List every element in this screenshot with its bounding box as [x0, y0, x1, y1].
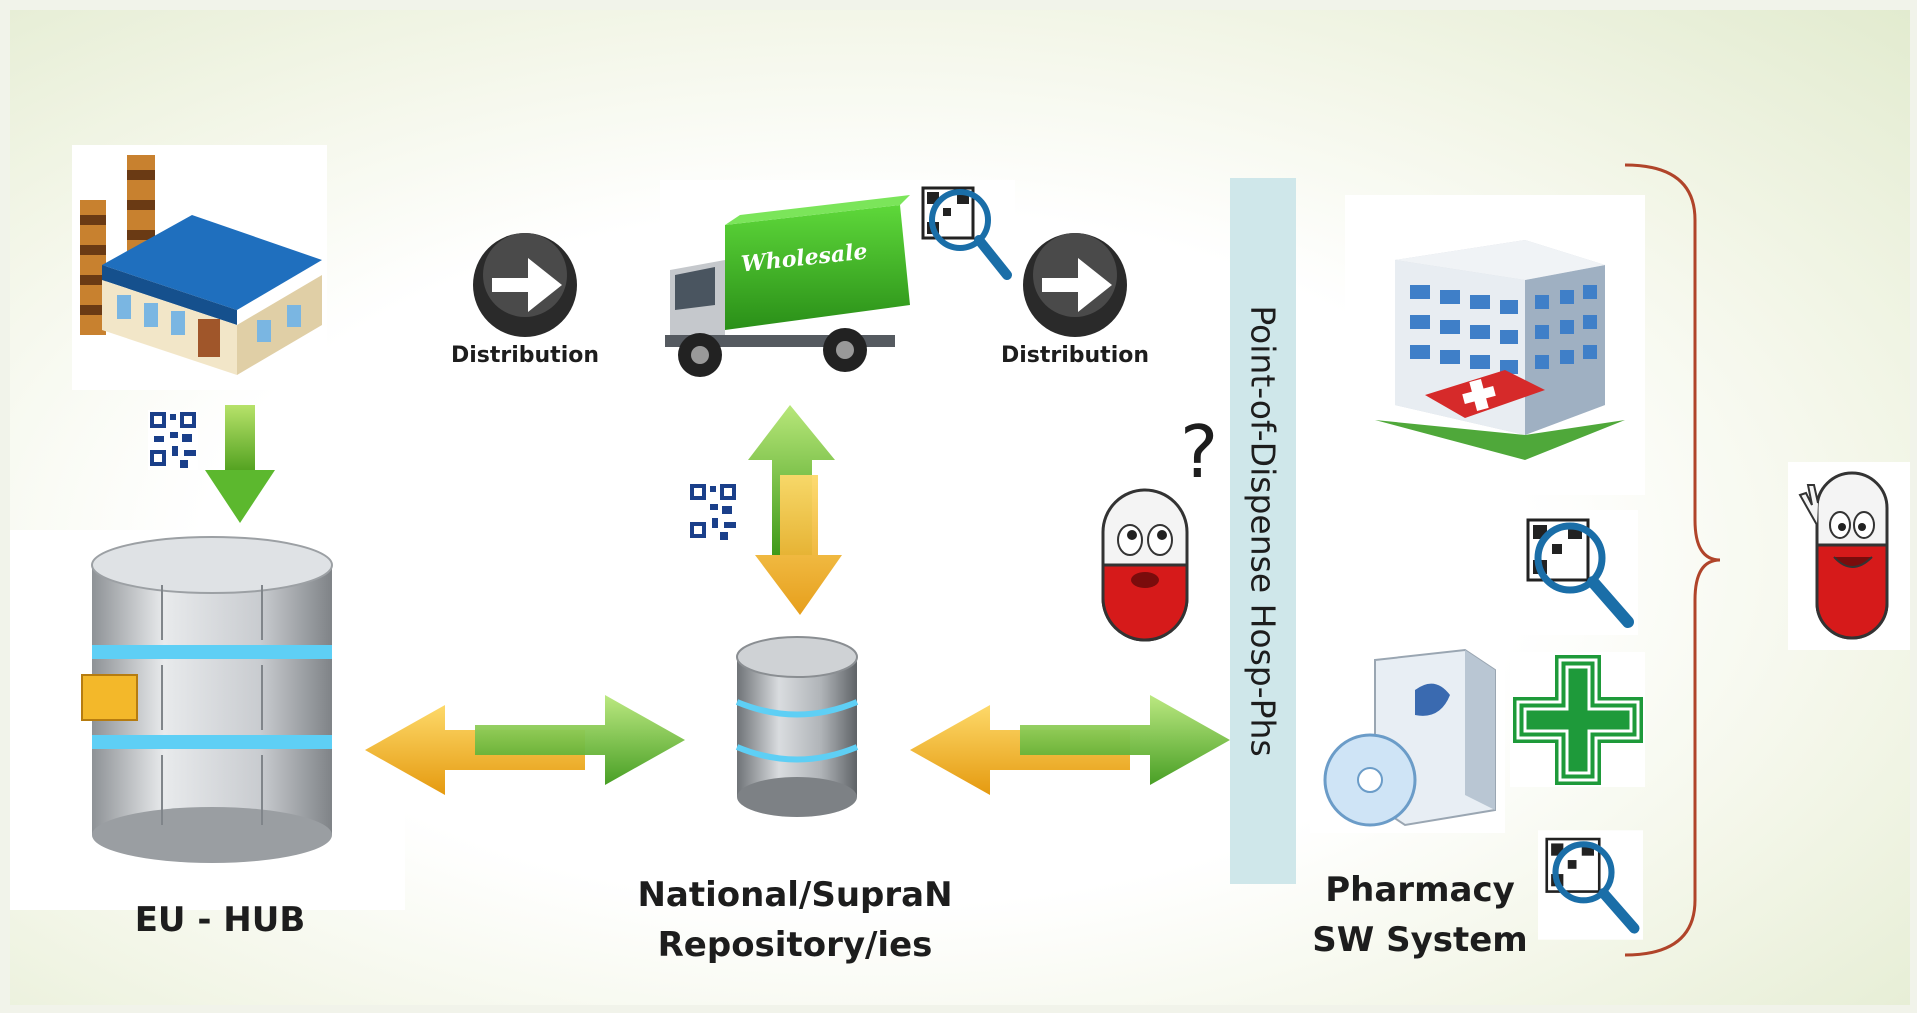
point-of-dispense-bar: Point-of-Dispense Hosp-Phs: [1230, 178, 1296, 884]
national-repo-label: National/SupraN Repository/ies: [605, 870, 985, 970]
factory-icon: [80, 155, 322, 375]
vertical-bidirectional-arrows: [748, 405, 842, 615]
arrow-right-circle-icon: [473, 233, 577, 337]
magnifier-qr-icon: [1538, 830, 1643, 940]
qr-code-icon: [148, 410, 198, 470]
software-box-icon: [1323, 648, 1496, 827]
bidirectional-arrows-left: [365, 695, 685, 795]
question-mark: ?: [1180, 410, 1219, 494]
magnifier-qr-icon: [1518, 510, 1638, 635]
bidirectional-arrows-right: [910, 695, 1230, 795]
down-arrow-icon: [205, 405, 275, 523]
diagram-canvas: EU - HUB Distribution Wholesale: [10, 10, 1910, 1005]
distribution-left-label: Distribution: [450, 343, 600, 368]
curly-brace: [1624, 163, 1721, 957]
hospital-icon: [1375, 240, 1625, 460]
point-of-dispense-label: Point-of-Dispense Hosp-Phs: [1243, 305, 1283, 757]
pharmacy-label: Pharmacy SW System: [1300, 865, 1540, 965]
factory-panel: [72, 145, 327, 390]
eu-hub-label: EU - HUB: [134, 900, 306, 940]
pill-character-icon: [1798, 471, 1889, 640]
truck-icon: Wholesale: [665, 195, 910, 377]
distribution-right-label: Distribution: [1000, 343, 1150, 368]
arrow-right-circle-icon: [1023, 233, 1127, 337]
pharmacy-line2: SW System: [1312, 920, 1528, 960]
qr-code-icon: [688, 482, 738, 542]
national-repo-line2: Repository/ies: [657, 925, 933, 965]
magnifier-qr-icon: [915, 180, 1015, 290]
pharmacy-cross-icon: [1513, 655, 1643, 785]
database-icon: [81, 536, 333, 863]
pill-character-icon: [1101, 488, 1189, 642]
database-icon: [735, 636, 859, 817]
pharmacy-line1: Pharmacy: [1325, 870, 1515, 910]
national-repo-line1: National/SupraN: [637, 875, 953, 915]
